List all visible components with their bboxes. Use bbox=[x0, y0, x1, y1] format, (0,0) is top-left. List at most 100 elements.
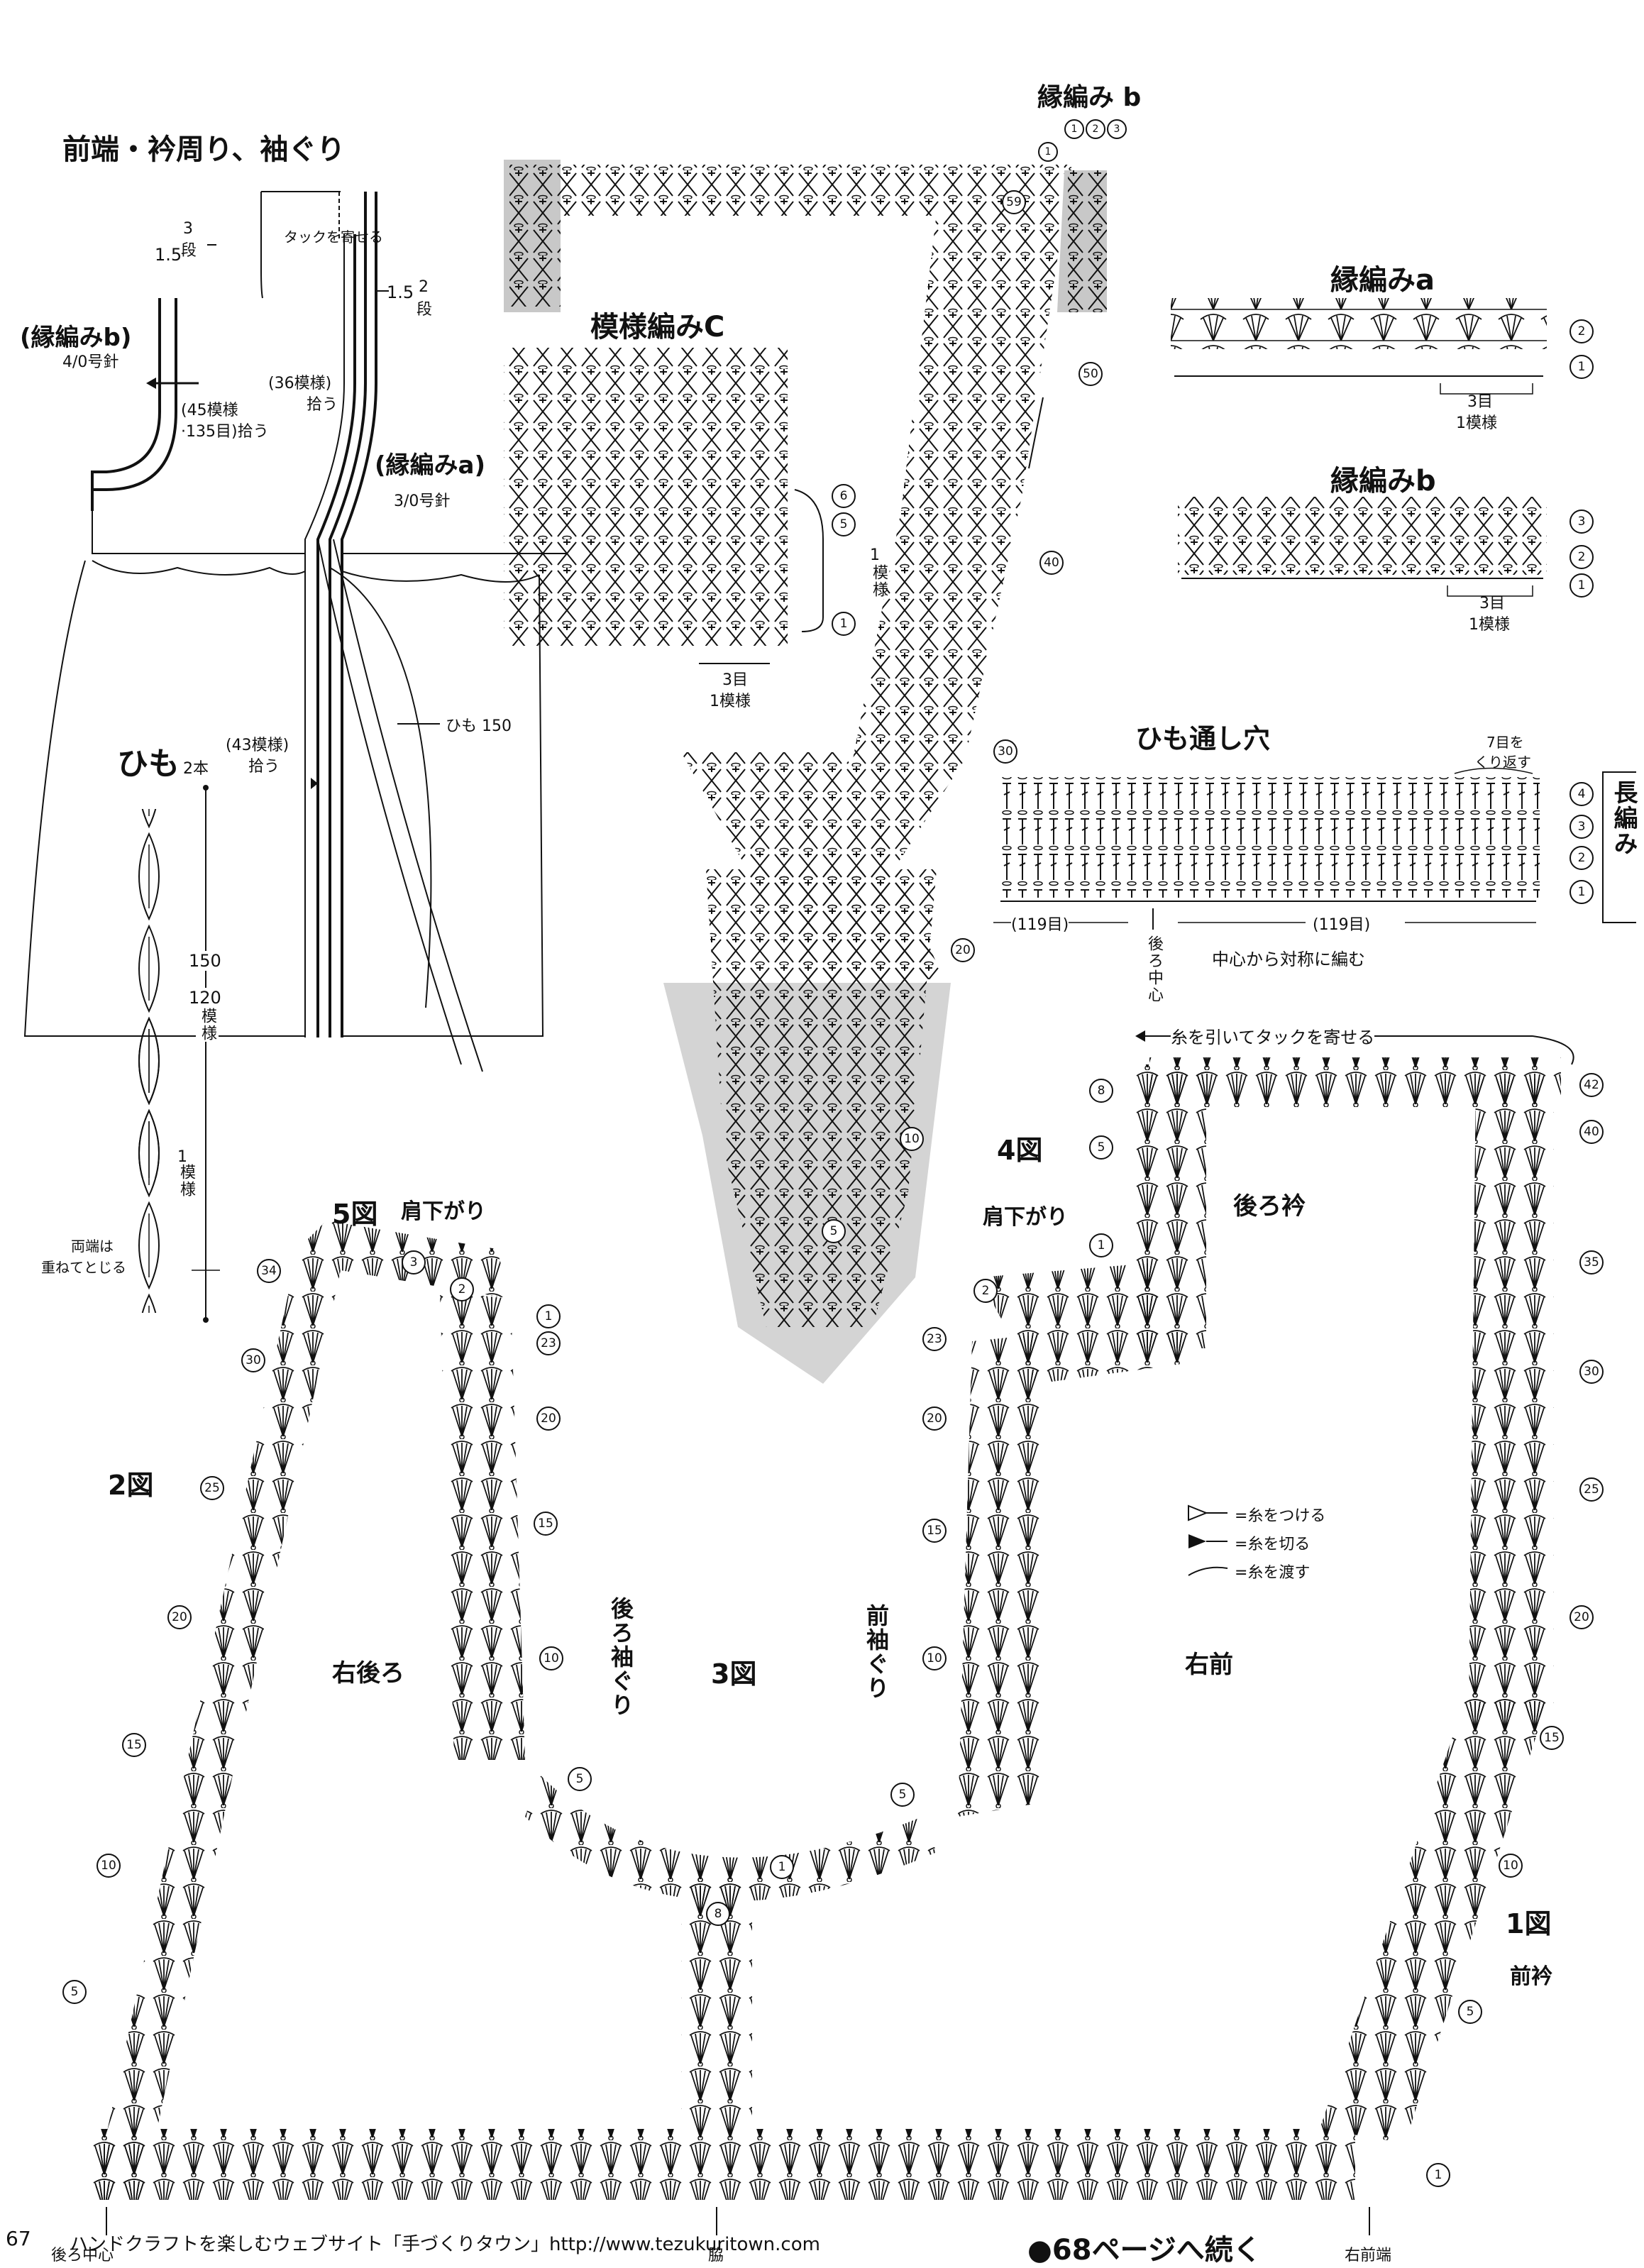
edging-b-title: 縁編みb bbox=[1330, 465, 1436, 497]
edging-b-repeat: 1模様 bbox=[1469, 616, 1510, 634]
row-marker: 1 bbox=[1569, 573, 1594, 598]
row-marker: 20 bbox=[536, 1407, 561, 1431]
row-marker: 3 bbox=[1569, 815, 1594, 839]
row-marker: 3 bbox=[1107, 119, 1127, 139]
row-marker: 30 bbox=[1579, 1360, 1604, 1384]
fig3-label: 3図 bbox=[711, 1658, 757, 1690]
cord-hole-count-left: (119目) bbox=[1011, 912, 1069, 935]
row-marker: 15 bbox=[1540, 1726, 1564, 1750]
double-crochet-tab-label: 長編み bbox=[1609, 780, 1638, 857]
row-marker: 10 bbox=[922, 1646, 947, 1670]
row-marker: 2 bbox=[1569, 846, 1594, 870]
edging-b-label: (縁編みb) bbox=[20, 324, 132, 352]
needle-4-label: 4/0号針 bbox=[62, 353, 119, 371]
row-marker: 2 bbox=[973, 1279, 998, 1303]
row-marker: 5 bbox=[832, 512, 856, 536]
cord-hole-center: 後ろ中心 bbox=[1145, 935, 1163, 1003]
row-marker: 20 bbox=[167, 1605, 192, 1629]
fig5-label: 5図 bbox=[332, 1199, 378, 1230]
shoulder-5-label: 肩下がり bbox=[401, 1199, 486, 1224]
pattern-c-one: 1 bbox=[870, 546, 880, 564]
row-marker: 5 bbox=[890, 1783, 915, 1807]
cord-hole-turn-2: くり返す bbox=[1474, 754, 1531, 771]
row-marker: 23 bbox=[922, 1327, 947, 1351]
row-marker: 15 bbox=[122, 1733, 146, 1757]
cord-ends-1: 両端は bbox=[71, 1238, 114, 1255]
row-marker: 5 bbox=[822, 1219, 846, 1243]
size-15-right: 1.5 bbox=[387, 282, 414, 302]
row-marker: 40 bbox=[1579, 1120, 1604, 1144]
garment-title: 前端・衿周り、袖ぐり bbox=[62, 133, 346, 166]
v-chart bbox=[504, 160, 1107, 1384]
pattern-c-repeat: 1模様 bbox=[710, 693, 751, 710]
cord-one-unit: 模様 bbox=[175, 1164, 197, 1198]
tuck-label: タックを寄せる bbox=[284, 229, 383, 246]
pick-43-label: (43模様) bbox=[226, 737, 289, 754]
row-marker: 25 bbox=[200, 1476, 224, 1500]
garment-schematic bbox=[23, 191, 568, 1072]
row-marker: 5 bbox=[568, 1767, 592, 1791]
cord-hole-symmetric: 中心から対称に編む bbox=[1212, 949, 1365, 969]
row-marker: 30 bbox=[241, 1348, 265, 1372]
row-marker: 20 bbox=[922, 1407, 947, 1431]
row-marker: 23 bbox=[536, 1331, 561, 1355]
row-marker: 20 bbox=[951, 938, 975, 962]
right-back-label: 右後ろ bbox=[332, 1659, 404, 1688]
row-marker: 1 bbox=[1064, 119, 1084, 139]
edging-a-repeat: 1模様 bbox=[1456, 414, 1497, 432]
double-crochet-tab: 長編み bbox=[1602, 771, 1638, 923]
cord-title: ひも bbox=[117, 746, 180, 782]
row-marker: 15 bbox=[922, 1519, 947, 1543]
continue-note: ●68ページへ続く bbox=[1027, 2234, 1262, 2267]
edging-a-label: (縁編みa) bbox=[375, 451, 486, 480]
front-armhole-label: 前袖ぐり bbox=[863, 1604, 890, 1700]
rows-3-unit: 段 bbox=[181, 242, 197, 260]
row-marker: 8 bbox=[1089, 1079, 1113, 1103]
legend-attach: =糸をつける bbox=[1235, 1507, 1326, 1525]
cord-hole-chart bbox=[993, 767, 1540, 930]
right-front-edge-label: 右前端 bbox=[1345, 2247, 1392, 2264]
row-marker: 2 bbox=[1086, 119, 1105, 139]
pattern-c-one-unit: 模様 bbox=[870, 564, 888, 598]
pick-43b-label: 拾う bbox=[248, 758, 280, 776]
row-marker: 8 bbox=[706, 1902, 730, 1926]
pattern-c-stitches: 3目 bbox=[722, 671, 748, 689]
edging-b-top-title: 縁編み b bbox=[1037, 83, 1142, 112]
row-marker: 3 bbox=[1569, 510, 1594, 534]
back-collar-label: 後ろ衿 bbox=[1233, 1192, 1306, 1221]
row-marker: 2 bbox=[1569, 319, 1594, 343]
row-marker: 59 bbox=[1002, 190, 1026, 214]
row-marker: 2 bbox=[1569, 545, 1594, 569]
cord-hole-title: ひも通し穴 bbox=[1135, 723, 1271, 754]
pull-tuck-label: 糸を引いてタックを寄せる bbox=[1171, 1023, 1375, 1048]
pick-45b-label: ·135目)拾う bbox=[181, 423, 269, 441]
edging-a-chart bbox=[1171, 298, 1547, 395]
row-marker: 10 bbox=[900, 1127, 924, 1151]
row-marker: 2 bbox=[450, 1277, 474, 1301]
legend-cut: =糸を切る bbox=[1235, 1536, 1311, 1553]
row-marker: 6 bbox=[832, 484, 856, 508]
fig2-label: 2図 bbox=[108, 1470, 154, 1501]
row-marker: 5 bbox=[1089, 1135, 1113, 1160]
front-collar-label: 前衿 bbox=[1510, 1964, 1552, 1989]
edging-a-title: 縁編みa bbox=[1330, 264, 1435, 297]
size-15-left: 1.5 bbox=[155, 245, 182, 265]
row-marker: 5 bbox=[1458, 2000, 1482, 2024]
row-marker: 20 bbox=[1569, 1605, 1594, 1629]
fig4-label: 4図 bbox=[997, 1135, 1043, 1166]
cord-pattern-120: 120 bbox=[189, 988, 221, 1008]
row-marker: 4 bbox=[1569, 782, 1594, 806]
pick-36-label: (36模様) bbox=[268, 375, 332, 392]
row-marker: 10 bbox=[96, 1854, 121, 1878]
pattern-c-title: 模様編みC bbox=[590, 304, 725, 345]
fig1-label: 1図 bbox=[1506, 1908, 1552, 1939]
cord-one: 1 bbox=[177, 1148, 187, 1166]
row-marker: 15 bbox=[534, 1512, 558, 1536]
shoulder-4-label: 肩下がり bbox=[983, 1205, 1068, 1230]
edging-b-chart bbox=[1178, 497, 1547, 597]
row-marker: 10 bbox=[539, 1646, 563, 1670]
edging-a-stitches: 3目 bbox=[1467, 393, 1493, 411]
row-marker: 1 bbox=[1426, 2163, 1450, 2187]
footer-text: ハンドクラフトを楽しむウェブサイト「手づくりタウン」http://www.tez… bbox=[70, 2234, 820, 2255]
